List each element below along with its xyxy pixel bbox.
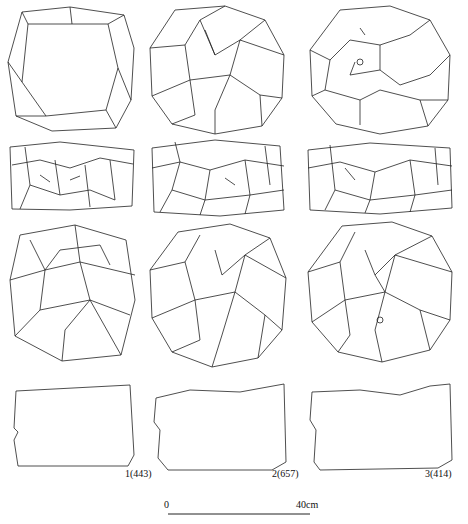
figure-number: 3(414) (425, 469, 452, 479)
artifact-1 (8, 7, 135, 466)
artifact-2 (150, 6, 286, 470)
figure-number: 2(657) (272, 469, 299, 479)
scale-bar (168, 514, 310, 515)
figure-number: 1(443) (125, 469, 152, 479)
scale-label: 40cm (296, 500, 318, 510)
scale-label: 0 (164, 500, 169, 510)
artifact-3 (308, 6, 452, 470)
